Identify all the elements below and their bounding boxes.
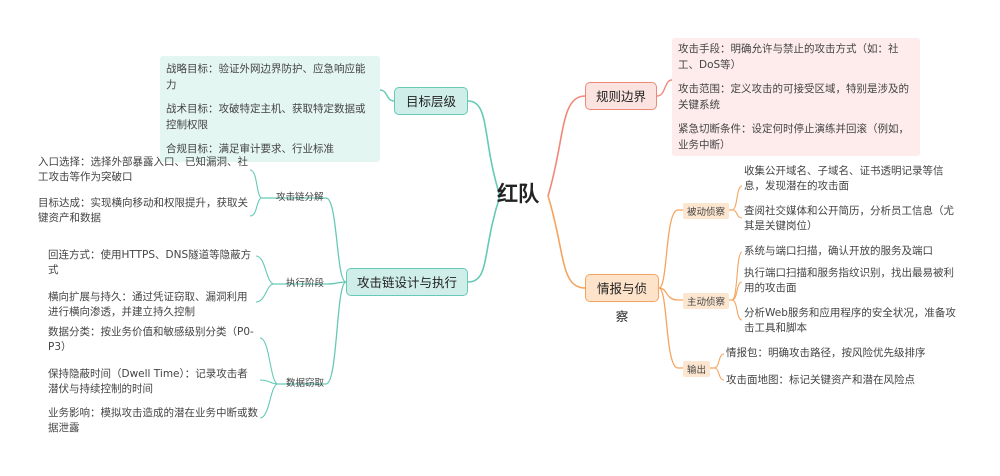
link-intel-passive: [658, 209, 679, 289]
chain-decompose-leaf: 目标达成：实现横向移动和权限提升，获取关键资产和数据: [38, 197, 248, 224]
chain-execute-leaf: 横向扩展与持久：通过凭证窃取、漏洞利用进行横向渗透，并建立持久控制: [48, 291, 248, 318]
branch-rules[interactable]: 规则边界: [585, 82, 657, 110]
rules-item: 紧急切断条件：设定何时停止演练并回滚（例如，业务中断）: [678, 123, 909, 151]
chain-exfil-leaf: 业务影响：模拟攻击造成的潜在业务中断或数据泄露: [48, 407, 258, 434]
branch-chain[interactable]: 攻击链设计与执行: [346, 268, 468, 296]
intel-output-leaf: 情报包：明确攻击路径，按风险优先级排序: [726, 347, 926, 359]
root-topic[interactable]: 红队: [497, 182, 539, 206]
link-root-goals: [467, 100, 501, 197]
link-goals-box: [379, 89, 395, 102]
intel-output-leaf: 攻击面地图：标记关键资产和潜在风险点: [726, 374, 915, 386]
intel-active-leaf: 分析Web服务和应用程序的安全状况，准备攻击工具和脚本: [744, 307, 956, 334]
intel-passive-leaf: 查阅社交媒体和公开简历，分析员工信息（尤其是关键岗位）: [744, 205, 954, 232]
rules-item: 攻击范围：定义攻击的可接受区域，特别是涉及的关键系统: [678, 83, 909, 111]
chain-sub-exfil[interactable]: 数据窃取: [286, 378, 325, 389]
link-root-rules: [547, 95, 586, 197]
rules-detail-box: 攻击手段：明确允许与禁止的攻击方式（如：社工、DoS等） 攻击范围：定义攻击的可…: [672, 38, 920, 156]
goals-item: 战略目标：验证外网边界防护、应急响应能力: [166, 63, 366, 91]
chain-exfil-leaf: 数据分类：按业务价值和敏感级别分类（P0-P3）: [48, 326, 254, 353]
branch-intel[interactable]: 情报与侦察: [585, 274, 659, 324]
intel-sub-active[interactable]: 主动侦察: [683, 293, 730, 309]
link-root-chain: [467, 195, 501, 283]
link-intel-active: [658, 287, 679, 301]
link-intel-output: [658, 287, 679, 369]
link-rules-box: [656, 79, 673, 97]
chain-sub-execute[interactable]: 执行阶段: [286, 278, 325, 289]
intel-sub-output[interactable]: 输出: [683, 361, 711, 377]
link-chain-execute: [325, 281, 347, 285]
chain-decompose-leaf: 入口选择：选择外部暴露入口、已知漏洞、社工攻击等作为突破口: [38, 156, 248, 183]
intel-sub-passive[interactable]: 被动侦察: [683, 203, 730, 219]
chain-sub-decompose[interactable]: 攻击链分解: [276, 192, 324, 203]
link-root-intel: [547, 195, 586, 289]
intel-active-leaf: 执行端口扫描和服务指纹识别，找出最易被利用的攻击面: [744, 267, 954, 294]
link-chain-exfil: [325, 281, 347, 385]
rules-item: 攻击手段：明确允许与禁止的攻击方式（如：社工、DoS等）: [678, 43, 899, 71]
intel-passive-leaf: 收集公开域名、子域名、证书透明记录等信息，发现潜在的攻击面: [744, 165, 944, 192]
intel-active-leaf: 系统与端口扫描，确认开放的服务及端口: [744, 245, 933, 257]
chain-execute-leaf: 回连方式：使用HTTPS、DNS隧道等隐蔽方式: [48, 249, 252, 276]
goals-item: 战术目标：攻破特定主机、获取特定数据或控制权限: [166, 103, 366, 131]
goals-detail-box: 战略目标：验证外网边界防护、应急响应能力 战术目标：攻破特定主机、获取特定数据或…: [160, 56, 380, 162]
chain-exfil-leaf: 保持隐蔽时间（Dwell Time）：记录攻击者潜伏与持续控制的时间: [48, 368, 248, 395]
link-chain-decompose: [325, 197, 347, 283]
goals-item: 合规目标：满足审计要求、行业标准: [166, 143, 334, 155]
branch-goals[interactable]: 目标层级: [394, 87, 468, 115]
